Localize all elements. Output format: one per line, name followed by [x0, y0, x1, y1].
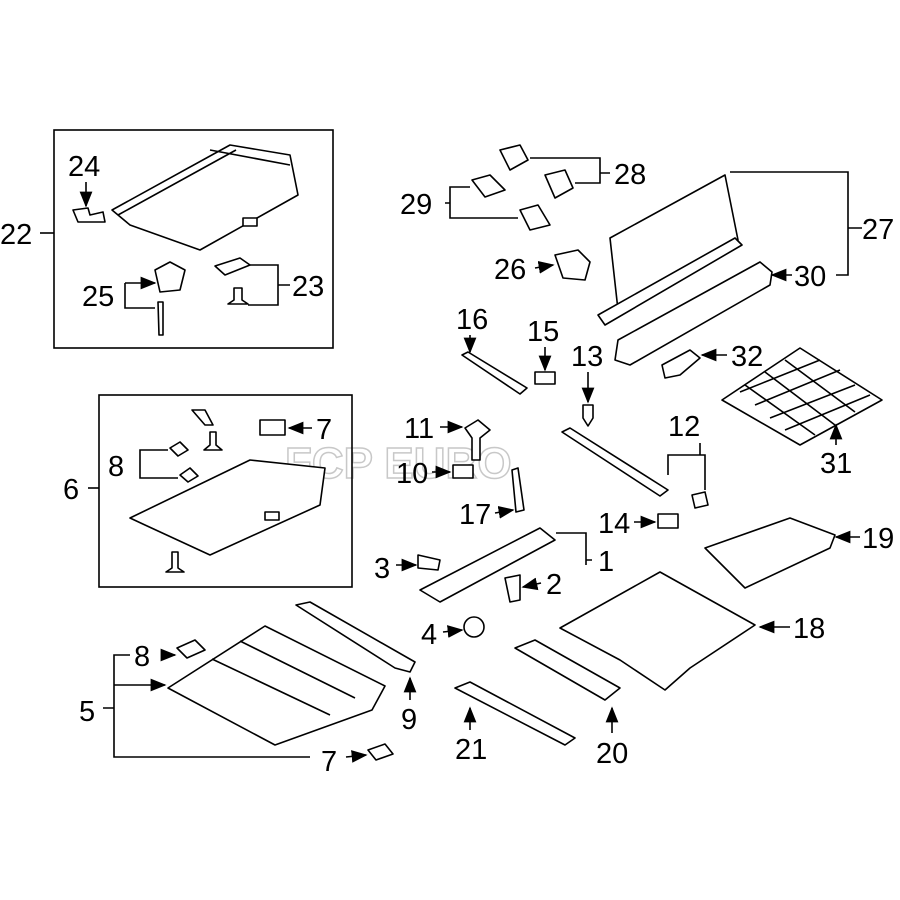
part-8-pad-b[interactable]: [179, 467, 199, 483]
callout-10: 10: [396, 458, 428, 490]
callout-26: 26: [494, 254, 526, 286]
callout-15: 15: [527, 316, 559, 348]
callout-30: 30: [794, 261, 826, 293]
callout-7: 7: [316, 414, 332, 446]
part-14-pad[interactable]: [657, 513, 679, 529]
callout-2: 2: [546, 569, 562, 601]
callout-13: 13: [571, 341, 603, 373]
callout-24: 24: [68, 151, 100, 183]
part-6-floor-panel[interactable]: [129, 459, 326, 556]
part-17-bracket[interactable]: [511, 467, 525, 513]
part-20-member[interactable]: [514, 639, 621, 701]
callout-11: 11: [404, 413, 434, 445]
part-13-clip[interactable]: [582, 404, 594, 427]
callout-6: 6: [63, 474, 79, 506]
callout-16: 16: [456, 304, 488, 336]
group-box-22: [53, 129, 334, 349]
part-8-pad-c[interactable]: [176, 639, 206, 659]
part-4-nut[interactable]: [463, 616, 485, 638]
part-25-bracket[interactable]: [154, 261, 186, 293]
part-6-bolt-b[interactable]: [165, 551, 185, 573]
callout-21: 21: [455, 734, 487, 766]
part-7-pad[interactable]: [259, 419, 286, 436]
callout-8: 8: [108, 451, 124, 483]
callout-1: 1: [598, 546, 614, 578]
group-box-6: [98, 394, 353, 588]
callout-5: 5: [79, 696, 95, 728]
part-27-blind[interactable]: [597, 174, 743, 326]
part-cargo-cover[interactable]: [111, 144, 299, 251]
part-2-bracket[interactable]: [504, 574, 521, 603]
part-12-seal[interactable]: [561, 427, 669, 497]
part-25-pin[interactable]: [157, 301, 164, 336]
part-29-bracket-a[interactable]: [471, 174, 506, 198]
part-7-pad-b[interactable]: [367, 743, 394, 761]
part-10-pad[interactable]: [452, 464, 474, 479]
leader-lines: [40, 157, 862, 763]
part-15-block[interactable]: [534, 371, 556, 385]
callout-29: 29: [400, 189, 432, 221]
callout-17: 17: [459, 499, 491, 531]
callouts: 22 24 25 23 6 7 8 28 29 27 26 30 16 15 1…: [0, 151, 894, 778]
part-11-stud[interactable]: [464, 419, 491, 461]
callout-3: 3: [374, 553, 390, 585]
part-6-bolt[interactable]: [203, 431, 223, 451]
part-32-hook[interactable]: [661, 349, 701, 379]
callout-31: 31: [820, 448, 852, 480]
part-28-clip-b[interactable]: [544, 169, 574, 199]
part-12-clip[interactable]: [691, 491, 709, 509]
callout-28: 28: [614, 159, 646, 191]
part-21-member[interactable]: [454, 681, 576, 746]
part-24[interactable]: [72, 207, 106, 223]
callout-14: 14: [598, 508, 630, 540]
part-16-strip[interactable]: [461, 351, 528, 395]
callout-9: 9: [401, 704, 417, 736]
part-29-bracket-b[interactable]: [519, 204, 551, 231]
part-1-sill[interactable]: [419, 527, 556, 603]
part-8-pad-a[interactable]: [169, 441, 189, 457]
callout-23: 23: [292, 271, 324, 303]
callout-18: 18: [793, 613, 825, 645]
callout-12: 12: [668, 411, 700, 443]
callout-4: 4: [421, 619, 437, 651]
callout-22: 22: [0, 219, 32, 251]
part-30-tube[interactable]: [614, 261, 773, 366]
part-19-tray[interactable]: [704, 517, 836, 589]
part-31-cargo-net[interactable]: [721, 347, 883, 446]
part-18-floor-pan[interactable]: [559, 571, 756, 691]
part-9-rail[interactable]: [295, 601, 416, 673]
part-26-cap[interactable]: [554, 249, 591, 281]
callout-27: 27: [862, 214, 894, 246]
part-23-pad[interactable]: [214, 257, 251, 276]
callout-25: 25: [82, 281, 114, 313]
part-5-floor-board[interactable]: [167, 625, 386, 746]
callout-32: 32: [731, 341, 763, 373]
part-3-bolt[interactable]: [417, 554, 441, 571]
callout-20: 20: [596, 738, 628, 770]
callout-7b: 7: [321, 746, 337, 778]
part-6-clip[interactable]: [191, 409, 214, 426]
part-23-bolt[interactable]: [227, 287, 249, 305]
part-28-clip-a[interactable]: [499, 144, 529, 171]
callout-19: 19: [862, 523, 894, 555]
callout-8b: 8: [134, 641, 150, 673]
